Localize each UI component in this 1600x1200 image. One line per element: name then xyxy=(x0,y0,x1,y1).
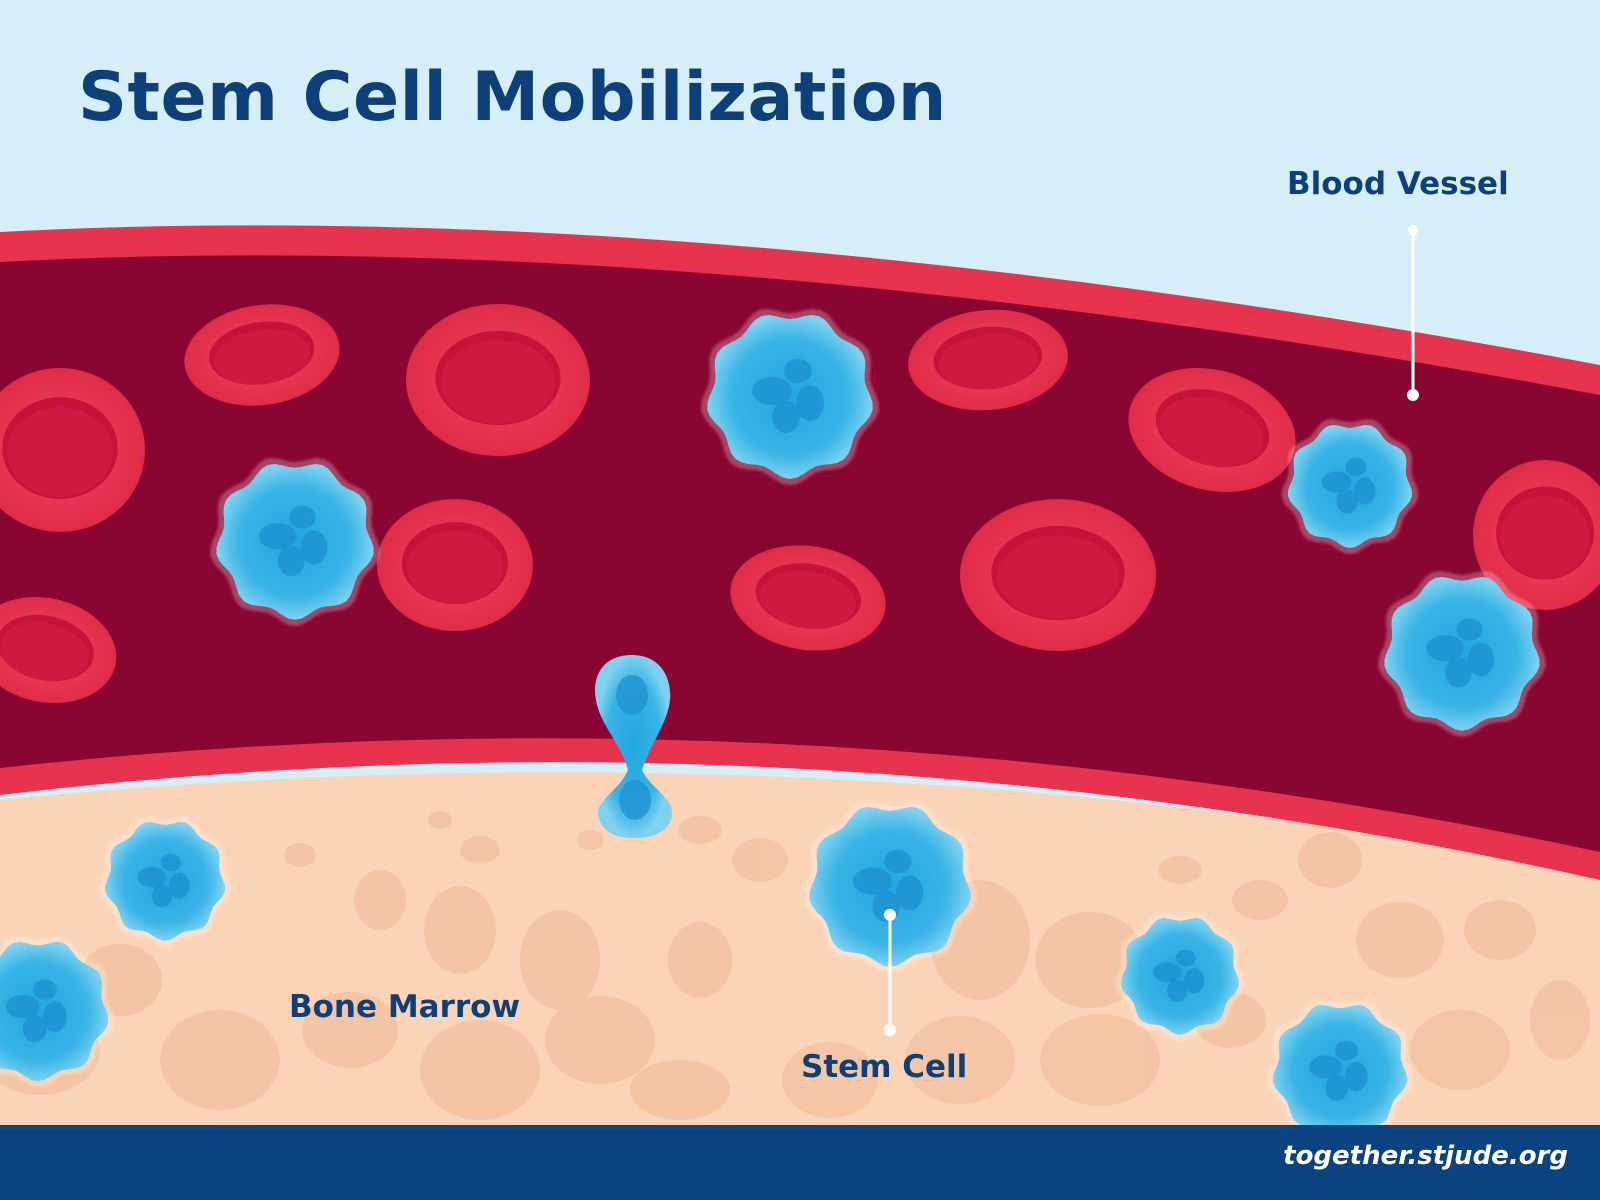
blood-vessel-pointer xyxy=(1407,225,1419,401)
marrow-spot xyxy=(678,816,722,844)
marrow-spot xyxy=(630,1060,730,1120)
red-blood-cells xyxy=(0,304,1600,704)
marrow-spot xyxy=(1298,832,1362,888)
marrow-spot xyxy=(782,1042,878,1118)
marrow-spot xyxy=(1356,902,1444,978)
marrow-spot xyxy=(460,836,500,864)
red-blood-cell xyxy=(730,545,886,651)
stem-cell xyxy=(1266,999,1414,1145)
marrow-spot xyxy=(424,886,496,974)
red-blood-cell xyxy=(908,309,1068,411)
marrow-spot xyxy=(576,830,604,850)
page-title: Stem Cell Mobilization xyxy=(78,58,947,137)
marrow-spot xyxy=(428,811,452,829)
red-blood-cell xyxy=(184,304,340,406)
marrow-spot xyxy=(545,996,655,1084)
stem-cell-label: Stem Cell xyxy=(801,1049,968,1085)
red-blood-cell xyxy=(0,368,145,532)
marrow-spot xyxy=(354,870,406,930)
marrow-spot xyxy=(302,992,398,1068)
stem-cell xyxy=(1281,419,1419,555)
stem-cell xyxy=(701,309,879,486)
marrow-spot xyxy=(1232,880,1288,920)
marrow-spot xyxy=(1158,856,1202,884)
marrow-spot xyxy=(1040,1014,1160,1106)
marrow-spot xyxy=(905,1016,1015,1104)
red-blood-cell xyxy=(0,596,117,704)
stem-cell xyxy=(1114,912,1246,1042)
marrow-spot xyxy=(160,1010,280,1110)
migrating-stem-cell xyxy=(595,655,673,838)
red-blood-cell xyxy=(1128,368,1296,492)
stem-cell xyxy=(210,458,380,627)
marrow-spot xyxy=(520,910,600,1010)
stem-cell xyxy=(0,936,115,1088)
red-blood-cell xyxy=(960,499,1156,651)
marrow-spot xyxy=(1464,900,1536,960)
blood-vessel-label: Blood Vessel xyxy=(1287,166,1509,202)
bone-marrow-label: Bone Marrow xyxy=(289,989,521,1025)
stem-cell xyxy=(98,816,232,948)
marrow-spot xyxy=(284,843,316,867)
stem-cell xyxy=(1378,571,1546,737)
marrow-spot xyxy=(420,1020,540,1120)
footer-bar: together.stjude.org xyxy=(0,1125,1600,1200)
stem-cell-pointer xyxy=(884,909,896,1036)
footer-url[interactable]: together.stjude.org xyxy=(1283,1141,1568,1171)
marrow-spot xyxy=(1410,1010,1510,1090)
red-blood-cell xyxy=(406,304,590,456)
bone-marrow-region xyxy=(0,772,1600,1130)
red-blood-cell xyxy=(1473,460,1600,610)
marrow-spot xyxy=(732,838,788,882)
marrow-spot xyxy=(1530,980,1590,1060)
marrow-spot xyxy=(668,922,732,998)
red-blood-cell xyxy=(377,499,533,631)
